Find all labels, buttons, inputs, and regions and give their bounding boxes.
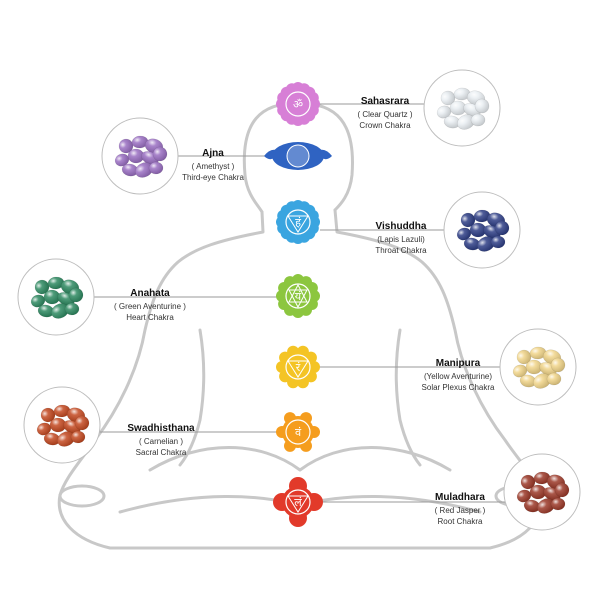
chakra-symbol-manipura: रं	[276, 345, 320, 389]
label-ajna-stone: ( Amethyst )	[191, 162, 235, 171]
label-swadhisthana-name: Swadhisthana	[127, 423, 195, 434]
label-vishuddha: Vishuddha (Lapis Lazuli) Throat Chakra	[360, 221, 442, 256]
label-swadhisthana-stone: ( Carnelian )	[138, 437, 183, 446]
stone-photo-muladhara	[503, 453, 581, 531]
label-vishuddha-stone: (Lapis Lazuli)	[377, 235, 425, 244]
label-ajna: Ajna ( Amethyst ) Third-eye Chakra	[168, 148, 258, 183]
label-anahata-name: Anahata	[130, 288, 170, 299]
torso-outline	[57, 208, 543, 550]
label-manipura-name: Manipura	[435, 358, 481, 369]
chakra-symbol-vishuddha: हं	[276, 200, 320, 244]
label-muladhara: Muladhara ( Red Jasper ) Root Chakra	[415, 492, 505, 527]
label-vishuddha-role: Throat Chakra	[375, 246, 427, 255]
label-manipura: Manipura (Yellow Aventurine) Solar Plexu…	[410, 358, 506, 393]
label-vishuddha-name: Vishuddha	[375, 221, 427, 232]
chakra-glyph-swadhisthana: वं	[295, 426, 302, 439]
stone-photo-anahata	[17, 258, 95, 336]
stone-photo-vishuddha	[443, 191, 521, 269]
label-swadhisthana: Swadhisthana ( Carnelian ) Sacral Chakra	[120, 423, 202, 458]
chakra-glyph-muladhara: लं	[294, 496, 302, 509]
stone-photo-ajna	[101, 117, 179, 195]
stone-photo-sahasrara	[423, 69, 501, 147]
label-ajna-role: Third-eye Chakra	[182, 173, 244, 182]
chakra-symbols: ॐ हं यं रं वं लं	[264, 82, 332, 527]
chakra-glyph-anahata: यं	[295, 290, 302, 303]
chakra-glyph-sahasrara: ॐ	[293, 98, 303, 111]
stone-photo-swadhisthana	[23, 386, 101, 464]
head-outline-left	[243, 173, 264, 214]
chakra-symbol-muladhara: लं	[273, 477, 323, 527]
label-sahasrara-role: Crown Chakra	[359, 121, 411, 130]
label-muladhara-role: Root Chakra	[437, 517, 483, 526]
connector-lines	[90, 103, 512, 503]
head-outline	[242, 101, 354, 212]
label-sahasrara-name: Sahasrara	[360, 96, 410, 107]
chakra-symbol-sahasrara: ॐ	[276, 82, 320, 126]
label-ajna-name: Ajna	[202, 148, 224, 159]
chakra-glyph-manipura: रं	[296, 361, 301, 374]
chakra-symbol-swadhisthana: वं	[276, 412, 320, 452]
chakra-symbol-ajna	[264, 142, 332, 170]
chakra-glyph-vishuddha: हं	[295, 216, 301, 229]
label-anahata: Anahata ( Green Aventurine ) Heart Chakr…	[104, 288, 196, 323]
label-manipura-role: Solar Plexus Chakra	[421, 383, 495, 392]
stone-photo-manipura	[499, 328, 577, 406]
label-sahasrara-stone: ( Clear Quartz )	[357, 110, 413, 119]
chakra-symbol-anahata: यं	[276, 274, 320, 318]
label-swadhisthana-role: Sacral Chakra	[135, 448, 187, 457]
label-sahasrara: Sahasrara ( Clear Quartz ) Crown Chakra	[345, 96, 425, 131]
stone-photos	[17, 69, 581, 531]
right-arm-inner	[394, 328, 422, 467]
label-muladhara-stone: ( Red Jasper )	[434, 506, 486, 515]
label-manipura-stone: (Yellow Aventurine)	[423, 372, 493, 381]
label-anahata-role: Heart Chakra	[126, 313, 174, 322]
label-anahata-stone: ( Green Aventurine )	[114, 302, 186, 311]
left-hand	[58, 484, 106, 508]
label-muladhara-name: Muladhara	[434, 492, 485, 503]
legs-outline	[148, 446, 452, 472]
